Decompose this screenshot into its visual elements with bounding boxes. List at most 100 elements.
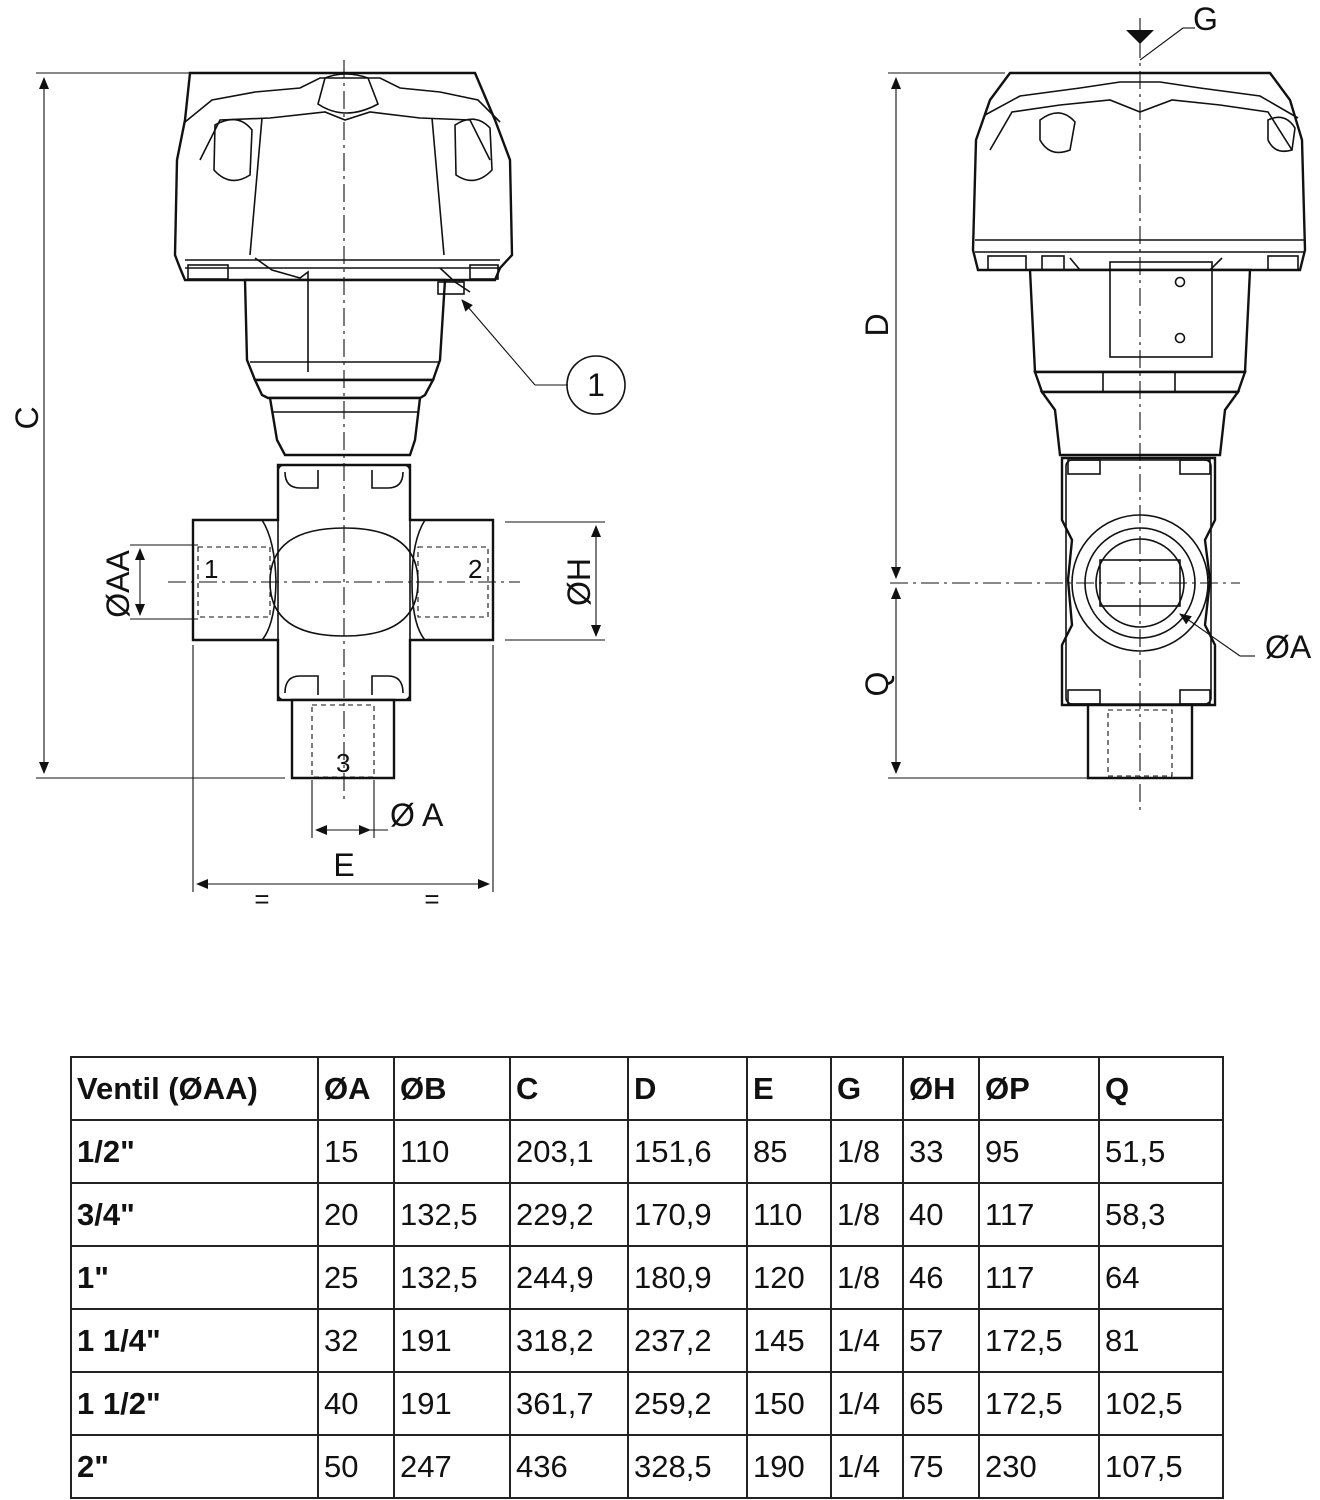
table-header-row: Ventil (ØAA) ØA ØB C D E G ØH ØP Q xyxy=(70,1056,1224,1121)
bottom-port-side xyxy=(1086,703,1194,780)
equal-mark-left: = xyxy=(254,884,269,914)
table-cell: 51,5 xyxy=(1098,1119,1224,1184)
table-cell: 244,9 xyxy=(509,1245,629,1310)
table-cell: 33 xyxy=(902,1119,980,1184)
table-cell: 81 xyxy=(1098,1308,1224,1373)
header-cell: ØB xyxy=(393,1056,511,1121)
dim-Q: Q xyxy=(859,672,895,697)
table-cell: 1/4 xyxy=(830,1371,904,1436)
table-cell: 1/8 xyxy=(830,1182,904,1247)
table-cell: 318,2 xyxy=(509,1308,629,1373)
callout-number: 1 xyxy=(587,367,605,403)
dim-D: D xyxy=(859,313,895,336)
bottom-port xyxy=(290,698,396,780)
table-cell: 64 xyxy=(1098,1245,1224,1310)
table-cell: 107,5 xyxy=(1098,1434,1224,1499)
table-cell: 65 xyxy=(902,1371,980,1436)
table-cell: 190 xyxy=(746,1434,832,1499)
valve-front-view: 1 2 3 C ØAA ØH Ø A E = = 1 xyxy=(9,60,626,914)
valve-size-cell: 1/2" xyxy=(70,1119,319,1184)
equal-mark-right: = xyxy=(424,884,439,914)
header-cell: ØA xyxy=(317,1056,395,1121)
table-cell: 172,5 xyxy=(978,1308,1100,1373)
valve-size-cell: 1" xyxy=(70,1245,319,1310)
table-cell: 237,2 xyxy=(627,1308,748,1373)
table-cell: 58,3 xyxy=(1098,1182,1224,1247)
table-cell: 20 xyxy=(317,1182,395,1247)
table-cell: 85 xyxy=(746,1119,832,1184)
header-cell: D xyxy=(627,1056,748,1121)
table-cell: 132,5 xyxy=(393,1245,511,1310)
table-cell: 1/4 xyxy=(830,1308,904,1373)
header-cell: ØH xyxy=(902,1056,980,1121)
header-cell: C xyxy=(509,1056,629,1121)
header-cell: Ventil (ØAA) xyxy=(70,1056,319,1121)
table-cell: 32 xyxy=(317,1308,395,1373)
actuator-head-side xyxy=(971,71,1307,272)
dim-A-bottom: Ø A xyxy=(390,797,444,833)
dim-H: ØH xyxy=(561,558,597,606)
header-cell: E xyxy=(746,1056,832,1121)
table-cell: 1/8 xyxy=(830,1245,904,1310)
table-cell: 180,9 xyxy=(627,1245,748,1310)
table-cell: 40 xyxy=(902,1182,980,1247)
table-cell: 40 xyxy=(317,1371,395,1436)
valve-neck xyxy=(268,396,422,457)
valve-size-cell: 1 1/2" xyxy=(70,1371,319,1436)
table-cell: 117 xyxy=(978,1245,1100,1310)
header-cell: Q xyxy=(1098,1056,1224,1121)
table-cell: 102,5 xyxy=(1098,1371,1224,1436)
table-cell: 120 xyxy=(746,1245,832,1310)
table-cell: 247 xyxy=(393,1434,511,1499)
table-cell: 191 xyxy=(393,1308,511,1373)
table-cell: 203,1 xyxy=(509,1119,629,1184)
table-cell: 1/8 xyxy=(830,1119,904,1184)
table-cell: 132,5 xyxy=(393,1182,511,1247)
dim-AA: ØAA xyxy=(100,550,136,618)
table-cell: 110 xyxy=(746,1182,832,1247)
table-cell: 229,2 xyxy=(509,1182,629,1247)
port-label-1: 1 xyxy=(204,554,218,584)
table-cell: 361,7 xyxy=(509,1371,629,1436)
table-cell: 25 xyxy=(317,1245,395,1310)
callout-circle xyxy=(566,355,626,415)
port-label-2: 2 xyxy=(468,554,482,584)
table-cell: 46 xyxy=(902,1245,980,1310)
dim-C: C xyxy=(9,406,45,429)
header-cell: G xyxy=(830,1056,904,1121)
table-cell: 145 xyxy=(746,1308,832,1373)
table-cell: 191 xyxy=(393,1371,511,1436)
valve-size-cell: 3/4" xyxy=(70,1182,319,1247)
table-cell: 117 xyxy=(978,1182,1100,1247)
port-label-3: 3 xyxy=(336,748,350,778)
dim-G: G xyxy=(1193,1,1218,37)
dim-E: E xyxy=(333,847,354,883)
table-cell: 436 xyxy=(509,1434,629,1499)
technical-drawing: 1 2 3 C ØAA ØH Ø A E = = 1 xyxy=(9,1,1312,914)
table-cell: 328,5 xyxy=(627,1434,748,1499)
valve-side-view: G D Q ØA xyxy=(859,1,1312,815)
table-cell: 230 xyxy=(978,1434,1100,1499)
table-cell: 50 xyxy=(317,1434,395,1499)
table-cell: 15 xyxy=(317,1119,395,1184)
dimension-table: Ventil (ØAA) ØA ØB C D E G ØH ØP Q 1/2"1… xyxy=(70,1056,1224,1499)
table-cell: 151,6 xyxy=(627,1119,748,1184)
table-cell: 172,5 xyxy=(978,1371,1100,1436)
table-cell: 75 xyxy=(902,1434,980,1499)
table-cell: 95 xyxy=(978,1119,1100,1184)
table-cell: 57 xyxy=(902,1308,980,1373)
table-cell: 259,2 xyxy=(627,1371,748,1436)
table-cell: 170,9 xyxy=(627,1182,748,1247)
table-cell: 110 xyxy=(393,1119,511,1184)
header-cell: ØP xyxy=(978,1056,1100,1121)
valve-size-cell: 2" xyxy=(70,1434,319,1499)
valve-size-cell: 1 1/4" xyxy=(70,1308,319,1373)
dim-A-side: ØA xyxy=(1265,629,1312,665)
